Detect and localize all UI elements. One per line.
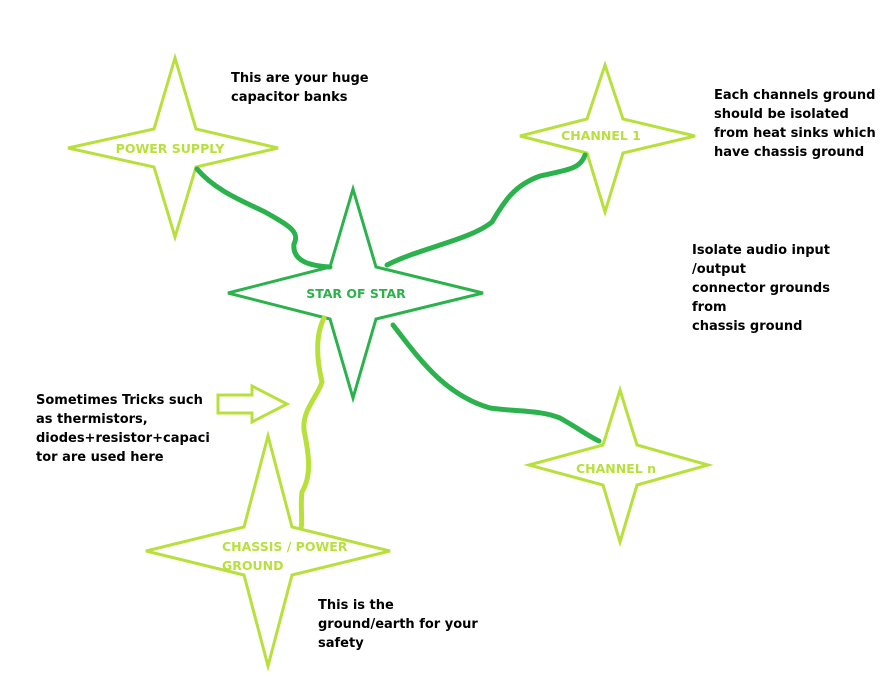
star-channel-1 — [519, 60, 696, 218]
note-audio-isolation: Isolate audio input /output connector gr… — [692, 243, 831, 334]
power-supply-label: POWER SUPPLY — [116, 141, 226, 156]
wire-channel-n — [390, 322, 602, 444]
star-power-supply — [67, 52, 279, 243]
chassis-ground-label-line1: CHASSIS / POWER — [222, 539, 348, 554]
wire-power-supply — [194, 166, 333, 270]
note-tricks: Sometimes Tricks such as thermistors, di… — [36, 393, 210, 465]
note-safety: This is the ground/earth for your safety — [318, 598, 478, 651]
star-of-star-label: STAR OF STAR — [306, 286, 406, 301]
star-of-star — [227, 183, 484, 404]
channel-n-label: CHANNEL n — [576, 461, 656, 476]
channel-1-label: CHANNEL 1 — [561, 128, 641, 143]
note-capacitor-banks: This are your huge capacitor banks — [231, 71, 369, 105]
chassis-ground-label-line2: GROUND — [222, 558, 284, 573]
right-arrow-icon — [216, 383, 291, 425]
note-channel-isolation: Each channels ground should be isolated … — [714, 88, 876, 160]
star-channel-n — [523, 384, 714, 548]
wire-chassis-ground — [298, 315, 327, 531]
star-chassis-ground — [145, 430, 391, 672]
wire-channel-1 — [384, 152, 588, 268]
